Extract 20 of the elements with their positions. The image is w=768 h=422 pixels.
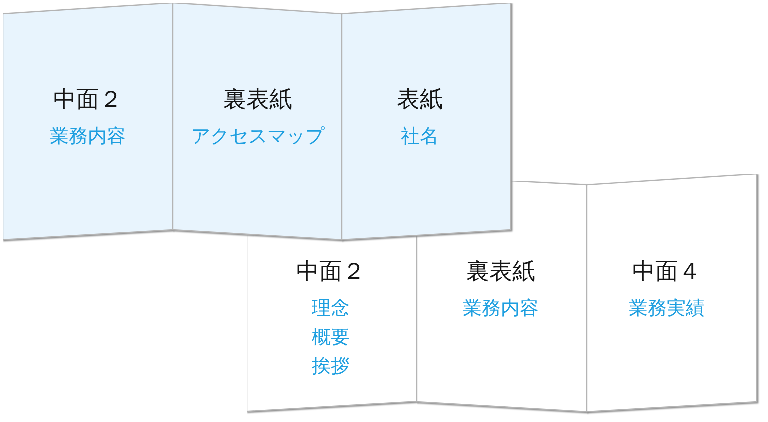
panel-text: 挨拶	[312, 355, 350, 378]
panel-heading: 裏表紙	[466, 258, 536, 286]
brochure-panel	[587, 174, 760, 415]
panel-heading: 中面２	[54, 86, 122, 114]
brochure-panel	[342, 3, 514, 243]
panel-heading: 中面４	[632, 258, 702, 286]
panel-text: 概要	[312, 326, 350, 350]
brochure-panel	[173, 3, 345, 243]
panel-heading: 中面２	[296, 258, 366, 286]
panel-text: 社名	[401, 126, 439, 148]
panel-text: アクセスマップ	[192, 126, 324, 148]
panel-text: 業務実績	[629, 298, 705, 320]
panel-heading: 表紙	[397, 86, 443, 114]
panel-heading: 裏表紙	[224, 86, 292, 114]
panel-text: 業務内容	[463, 298, 539, 320]
brochure-panel	[247, 234, 420, 415]
panel-text: 理念	[312, 297, 350, 320]
brochure-panel	[417, 181, 590, 415]
panel-text: 業務内容	[50, 126, 126, 148]
brochure-panel	[3, 3, 176, 243]
